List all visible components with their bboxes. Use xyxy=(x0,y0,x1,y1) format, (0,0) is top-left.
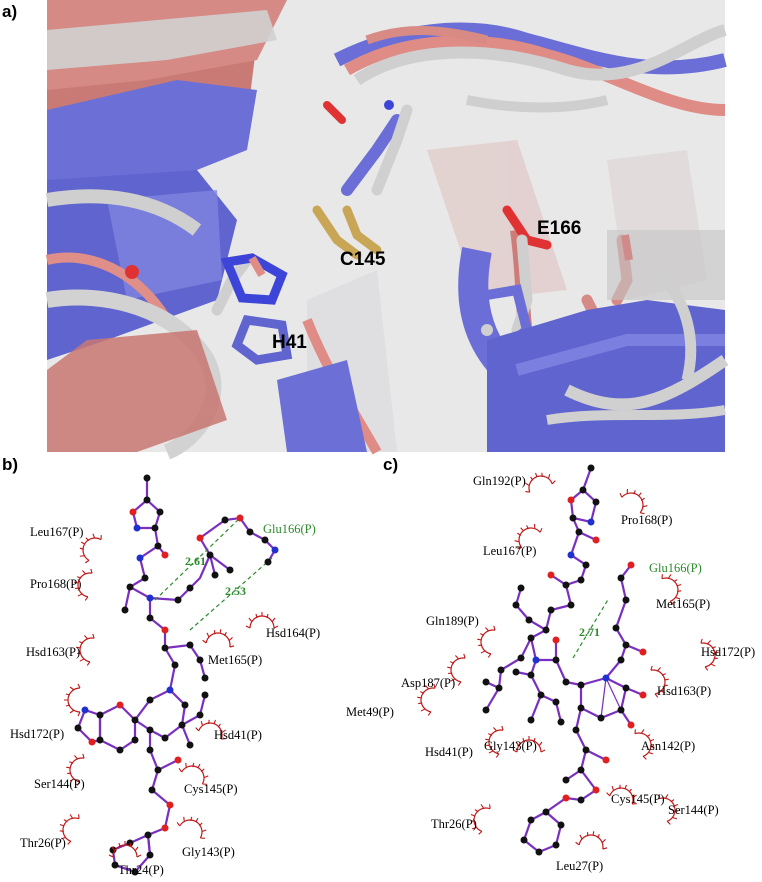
residue-label: Cys145(P) xyxy=(611,792,664,806)
residue-label-e166: E166 xyxy=(537,218,581,239)
panel-label-c: c) xyxy=(383,455,399,474)
ligand-residue-label-b: Glu166(P) xyxy=(263,522,316,536)
hbond-label-b-1: 2.61 xyxy=(185,554,206,568)
ligand-atoms-c xyxy=(482,464,647,856)
hbond-label-c-1: 2.71 xyxy=(579,625,600,639)
residue-label: Met49(P) xyxy=(346,705,394,719)
hbonds-c xyxy=(572,597,610,659)
residue-label: Cys145(P) xyxy=(184,782,237,796)
residue-label: Gly143(P) xyxy=(484,739,537,753)
residue-label: Hsd163(P) xyxy=(26,645,80,659)
residue-label-c145: C145 xyxy=(340,249,386,270)
hbond-label-b-2: 2.53 xyxy=(225,584,246,598)
residue-label: Hsd41(P) xyxy=(214,728,262,742)
residue-label: Leu167(P) xyxy=(483,544,536,558)
residue-label: Thr26(P) xyxy=(20,836,66,850)
residue-label: Met165(P) xyxy=(208,653,262,667)
c145-sticks xyxy=(312,100,413,260)
structure-overlay-panel: C145 E166 H41 xyxy=(45,0,729,460)
ligand-atoms-b xyxy=(74,474,279,876)
interaction-diagram-b: Glu166(P) 2.61 2.53 Leu167(P) Pro168(P) … xyxy=(0,460,380,877)
ligplot-c: Glu166(P) 2.71 Gln192(P) Pro168(P) Leu16… xyxy=(346,464,755,873)
top-loops xyxy=(333,22,727,116)
residue-label: Pro168(P) xyxy=(621,513,672,527)
residue-label: Thr24(P) xyxy=(118,863,164,877)
ligand-bonds-b xyxy=(76,478,277,874)
ligand-residue-label-c: Glu166(P) xyxy=(649,561,702,575)
ligplot-b: Glu166(P) 2.61 2.53 Leu167(P) Pro168(P) … xyxy=(10,474,320,877)
residue-label: Hsd172(P) xyxy=(10,727,64,741)
interaction-diagram-c: Glu166(P) 2.71 Gln192(P) Pro168(P) Leu16… xyxy=(346,460,762,877)
residue-label: Leu167(P) xyxy=(30,525,83,539)
residue-label-h41: H41 xyxy=(272,332,307,353)
hbonds-b xyxy=(154,517,273,631)
residue-label: Hsd172(P) xyxy=(701,645,755,659)
residue-label: Ser144(P) xyxy=(668,803,719,817)
residue-label: Hsd164(P) xyxy=(266,626,320,640)
residue-label: Gln189(P) xyxy=(426,614,479,628)
right-ribbons xyxy=(277,230,729,455)
residue-label: Asn142(P) xyxy=(641,739,695,753)
residue-label: Leu27(P) xyxy=(556,859,603,873)
residue-label: Met165(P) xyxy=(656,597,710,611)
panel-label-a: a) xyxy=(2,2,18,21)
residue-label: Ser144(P) xyxy=(34,777,85,791)
hydrophobic-arcs-c xyxy=(413,466,723,851)
residue-label: Thr26(P) xyxy=(431,817,477,831)
residue-label: Pro168(P) xyxy=(30,577,81,591)
residue-label: Asp187(P) xyxy=(401,676,455,690)
structure-overlay-image: C145 E166 H41 xyxy=(45,0,729,460)
ring-cross-bonds-c xyxy=(600,677,622,719)
h41-sticks xyxy=(125,253,293,365)
left-sheets xyxy=(45,0,287,460)
panel-label-b: b) xyxy=(2,455,19,474)
residue-label: Gly143(P) xyxy=(182,845,235,859)
residue-label: Hsd41(P) xyxy=(425,745,473,759)
residue-label: Gln192(P) xyxy=(473,474,526,488)
residue-label: Hsd163(P) xyxy=(657,684,711,698)
